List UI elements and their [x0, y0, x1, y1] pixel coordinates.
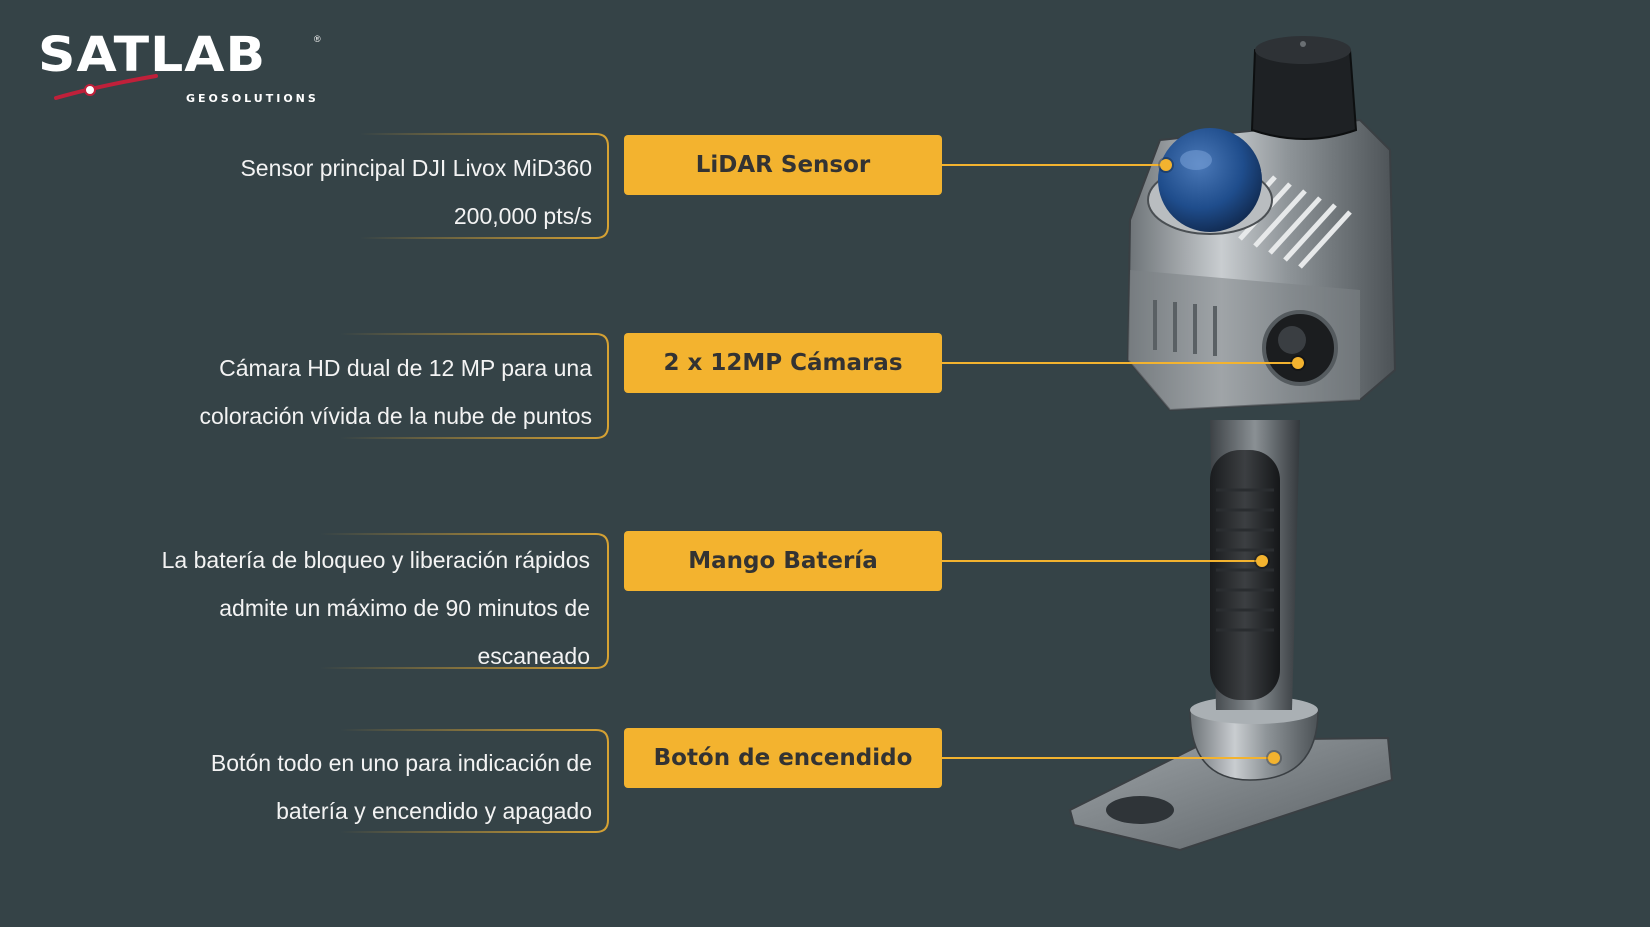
battery-leader-line — [942, 560, 1258, 562]
registered-mark: ® — [314, 34, 321, 44]
power-button-description: Botón todo en uno para indicación de bat… — [150, 739, 608, 835]
battery-description-line-1: La batería de bloqueo y liberación rápid… — [161, 547, 590, 573]
mount-hole — [1106, 796, 1174, 824]
scanner-device-illustration — [1068, 36, 1397, 852]
lidar-description-line-1: Sensor principal DJI Livox MiD360 — [240, 155, 592, 181]
power-leader-line — [942, 757, 1270, 759]
power-button-label: Botón de encendido — [624, 728, 942, 788]
logo-wordmark: SATLAB — [38, 28, 267, 84]
battery-description-line-3: escaneado — [477, 643, 590, 669]
bottom-strip — [0, 927, 1650, 929]
battery-handle-label: Mango Batería — [624, 531, 942, 591]
cameras-description-line-2: coloración vívida de la nube de puntos — [199, 403, 592, 429]
logo-subtitle: GEOSOLUTIONS — [186, 92, 319, 105]
grip — [1210, 450, 1280, 700]
power-button-description-line-2: batería y encendido y apagado — [276, 798, 592, 824]
lidar-sensor-label: LiDAR Sensor — [624, 135, 942, 195]
lidar-description-line-2: 200,000 pts/s — [453, 203, 592, 229]
battery-description: La batería de bloqueo y liberación rápid… — [120, 536, 608, 680]
lidar-description: Sensor principal DJI Livox MiD360 200,00… — [180, 144, 608, 240]
cameras-description-line-1: Cámara HD dual de 12 MP para una — [219, 355, 592, 381]
cameras-leader-line — [942, 362, 1294, 364]
satlab-logo: SATLAB ® GEOSOLUTIONS — [38, 28, 338, 114]
battery-description-line-2: admite un máximo de 90 minutos de — [219, 595, 590, 621]
power-leader-dot — [1268, 752, 1280, 764]
power-button-description-line-1: Botón todo en uno para indicación de — [210, 750, 592, 776]
lidar-leader-dot — [1160, 159, 1172, 171]
logo-swoosh-icon — [54, 74, 158, 100]
cameras-description: Cámara HD dual de 12 MP para una colorac… — [150, 344, 608, 440]
lidar-dome — [1158, 128, 1262, 232]
lower-collar — [1189, 709, 1319, 781]
cameras-leader-dot — [1292, 357, 1304, 369]
battery-leader-dot — [1256, 555, 1268, 567]
lidar-leader-line — [942, 164, 1162, 166]
cameras-label: 2 x 12MP Cámaras — [624, 333, 942, 393]
